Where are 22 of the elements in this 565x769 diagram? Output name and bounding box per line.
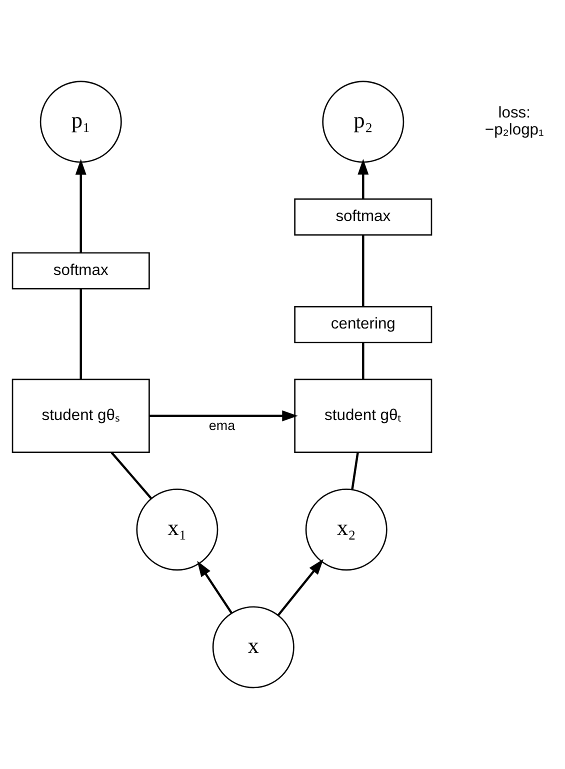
arrow bbox=[358, 158, 369, 199]
node-circle: x₁ bbox=[136, 488, 218, 571]
node-box: student gθₜ bbox=[294, 378, 432, 453]
connector bbox=[351, 452, 359, 490]
node-box: softmax bbox=[294, 198, 432, 236]
node-box: student gθₛ bbox=[12, 378, 150, 453]
connector bbox=[110, 452, 152, 500]
arrow bbox=[277, 559, 324, 616]
connector bbox=[362, 342, 364, 380]
connector bbox=[362, 235, 364, 307]
label: loss: −p₂logp₁ bbox=[484, 104, 544, 138]
connector bbox=[80, 289, 82, 380]
node-box: softmax bbox=[12, 252, 150, 290]
edge-label: ema bbox=[208, 418, 236, 433]
node-circle: x bbox=[212, 606, 294, 688]
node-circle: x₂ bbox=[305, 488, 388, 571]
node-box: centering bbox=[294, 306, 432, 344]
node-circle: p₁ bbox=[40, 80, 122, 163]
arrow bbox=[149, 410, 298, 422]
node-circle: p₂ bbox=[322, 80, 404, 163]
arrow bbox=[197, 560, 232, 614]
arrow bbox=[75, 159, 86, 253]
